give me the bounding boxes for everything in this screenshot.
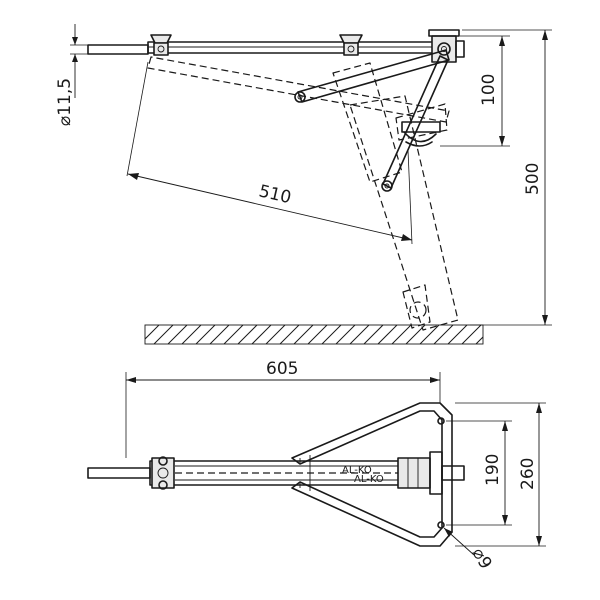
hub-block <box>397 451 465 495</box>
pivot-head <box>428 29 465 63</box>
ground-hatch-line <box>363 325 384 344</box>
ground-hatch-line <box>181 325 202 344</box>
dim-total-length-label: 605 <box>266 359 298 379</box>
ground-hatch-line <box>293 325 314 344</box>
ground-hatch-line <box>223 325 244 344</box>
ground-hatch-line <box>490 325 509 344</box>
ground-hatch-line <box>265 325 286 344</box>
ground-hatch-line <box>447 325 468 344</box>
clamp-left <box>150 34 172 56</box>
ground-hatch-line <box>405 325 426 344</box>
ground-hatch-line <box>195 325 216 344</box>
dim-inner-width: 190 <box>446 420 512 526</box>
foot-hole-top <box>437 417 445 425</box>
logo-sub: AL-KO <box>354 474 384 485</box>
ground-hatch-line <box>433 325 454 344</box>
ground-hatch-line <box>145 325 160 340</box>
foot-hole-bottom <box>437 521 445 529</box>
ground-hatch-line <box>209 325 230 344</box>
logo-brand: AL-KO <box>342 465 372 476</box>
top-view: AL-KO AL-KO 605 190 260 <box>87 359 546 573</box>
ground-hatch-line <box>419 325 440 344</box>
dim-inner-width-label: 190 <box>483 454 503 486</box>
dim-total-length: 605 <box>125 359 441 458</box>
dim-foot-diameter: ⌀9 <box>443 527 496 573</box>
ground-hatch-line <box>321 325 342 344</box>
side-view: ⌀11,5 100 500 510 <box>55 24 552 345</box>
ground-hatch-line <box>307 325 328 344</box>
dim-pin-diameter-label: ⌀11,5 <box>55 78 75 126</box>
ground-hatch-line <box>461 325 482 344</box>
ground-hatch-line <box>237 325 258 344</box>
ground-hatch-line <box>349 325 370 344</box>
ground-hatch-line <box>391 325 412 344</box>
ground-hatch-line <box>377 325 398 344</box>
triangle-frame <box>291 402 453 547</box>
dim-swing-length-label: 510 <box>257 181 293 208</box>
ground-hatch-line <box>153 325 174 344</box>
dim-pin-diameter: ⌀11,5 <box>55 24 92 126</box>
swing-position-dashed <box>147 56 459 331</box>
lower-link <box>381 55 449 192</box>
ground-hatch-line <box>279 325 300 344</box>
dim-outer-width: 260 <box>455 402 546 547</box>
ground-hatch-line <box>251 325 272 344</box>
ground-hatch-line <box>475 336 483 344</box>
dim-total-height-label: 500 <box>523 163 543 195</box>
dim-vertical-offset: 100 <box>440 35 510 147</box>
clamp-middle <box>339 34 363 56</box>
ground-hatch-line <box>167 325 188 344</box>
drawbar <box>87 41 449 55</box>
upper-lever <box>294 49 450 103</box>
dim-outer-width-label: 260 <box>518 458 538 490</box>
dim-swing-length: 510 <box>126 61 413 245</box>
dim-total-height: 500 <box>462 29 552 326</box>
ground-hatch-line <box>335 325 356 344</box>
alko-logo: AL-KO AL-KO <box>342 465 384 485</box>
swing-clamp <box>401 121 441 147</box>
top-clamp <box>151 456 175 490</box>
dim-foot-diameter-label: ⌀9 <box>468 545 496 573</box>
ground <box>144 324 509 345</box>
dim-vertical-offset-label: 100 <box>479 74 499 106</box>
